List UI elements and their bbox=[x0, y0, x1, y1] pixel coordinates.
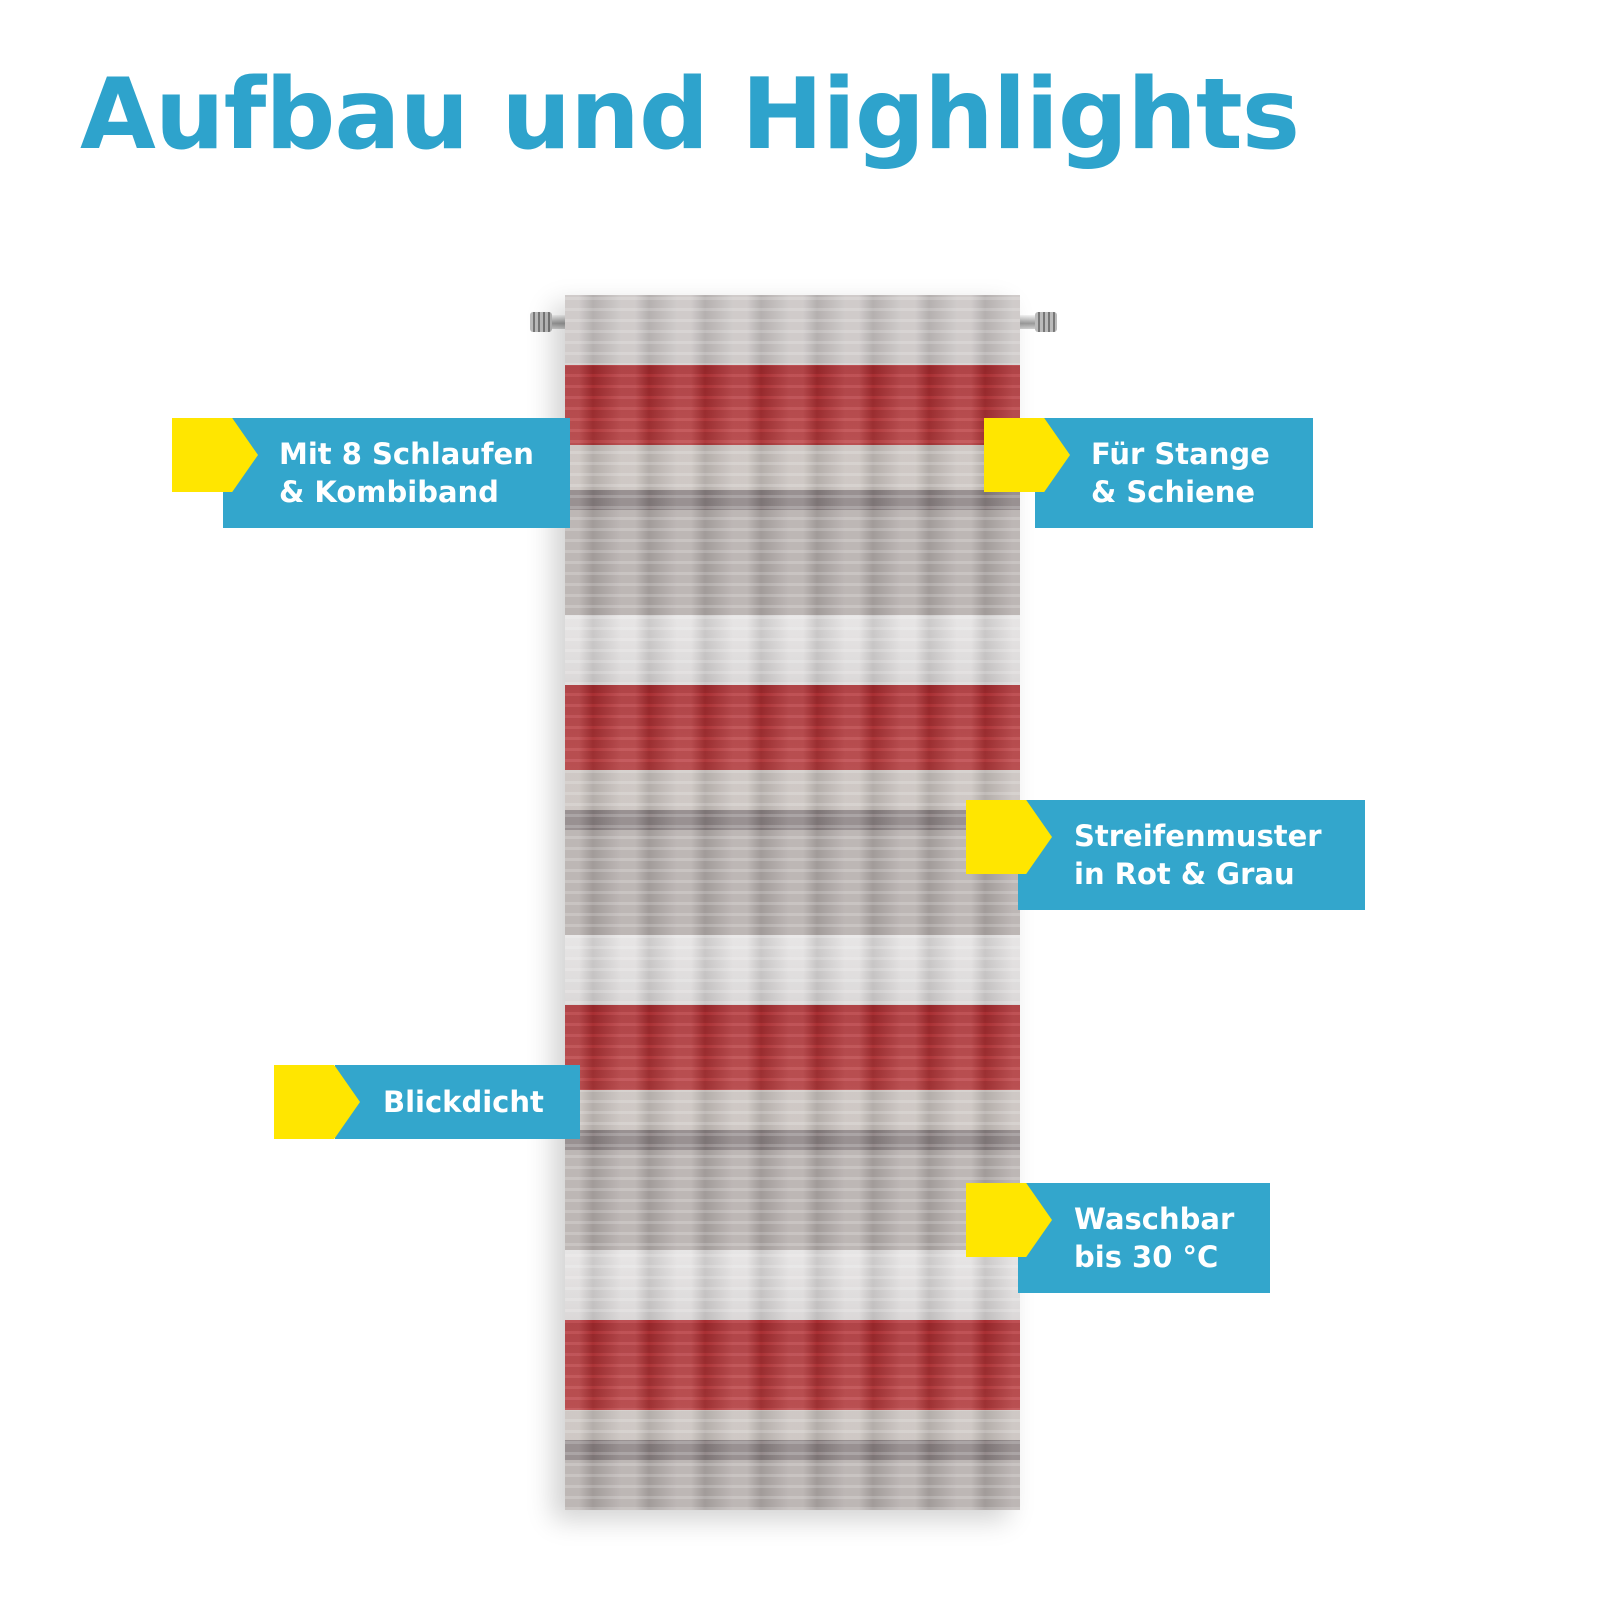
page-title: Aufbau und Highlights bbox=[80, 58, 1300, 172]
highlight-line: Für Stange bbox=[1091, 437, 1270, 471]
rod-end-right bbox=[1035, 312, 1057, 332]
highlight-line: & Schiene bbox=[1091, 475, 1256, 509]
highlight-line: in Rot & Grau bbox=[1074, 857, 1295, 891]
highlight-line: Blickdicht bbox=[383, 1085, 544, 1119]
rod-end-left bbox=[530, 312, 552, 332]
curtain-product-image bbox=[565, 295, 1020, 1510]
highlight-line: Streifenmuster bbox=[1074, 819, 1322, 853]
highlight-line: & Kombiband bbox=[279, 475, 499, 509]
highlight-line: Mit 8 Schlaufen bbox=[279, 437, 534, 471]
highlight-line: Waschbar bbox=[1074, 1202, 1235, 1236]
highlight-line: bis 30 °C bbox=[1074, 1240, 1219, 1274]
